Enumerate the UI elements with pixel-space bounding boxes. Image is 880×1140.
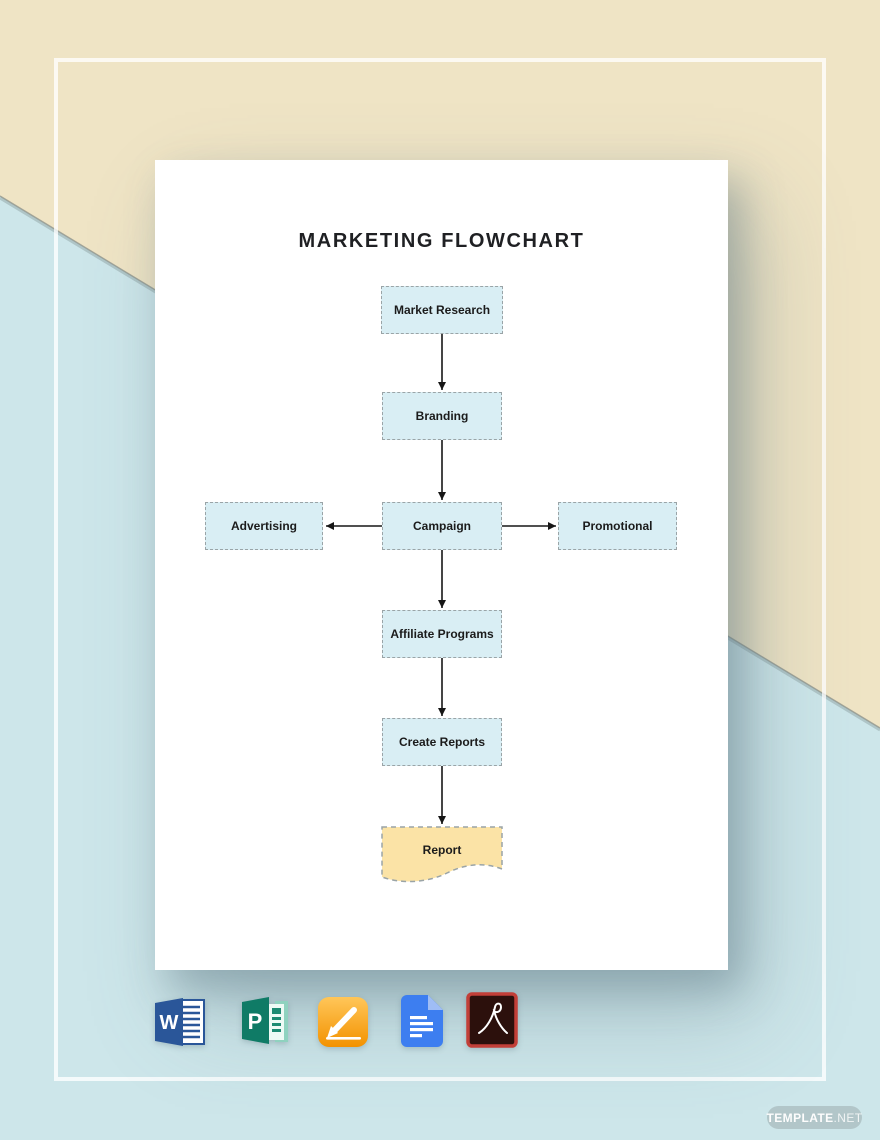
flowchart-node-report: Report [381,826,503,884]
node-label: Affiliate Programs [390,627,494,641]
flowchart-node-branding: Branding [382,392,502,440]
flowchart-node-create-reports: Create Reports [382,718,502,766]
flowchart-node-campaign: Campaign [382,502,502,550]
publisher-letter: P [248,1009,263,1034]
flowchart-node-promotional: Promotional [558,502,677,550]
node-label: Promotional [582,519,653,533]
template-net-badge[interactable]: TEMPLATE.NET [767,1106,862,1129]
node-label: Market Research [393,303,491,317]
node-label: Campaign [412,519,471,533]
node-label: Report [422,843,462,857]
microsoft-word-icon[interactable]: W [152,995,208,1049]
node-label: Advertising [230,519,297,533]
brand-tld: .NET [833,1110,863,1125]
word-letter: W [160,1012,179,1034]
document-shape [381,826,503,883]
page-title: MARKETING FLOWCHART [298,230,585,252]
node-label: Create Reports [398,735,486,749]
adobe-pdf-icon[interactable] [466,992,518,1048]
inner-frame-border [54,58,826,1081]
flowchart-node-affiliate-programs: Affiliate Programs [382,610,502,658]
flowchart-node-advertising: Advertising [205,502,323,550]
document-page-preview[interactable]: MARKETING FLOWCHART Market Research Bran… [155,160,728,970]
flowchart-node-market-research: Market Research [381,286,503,334]
google-docs-icon[interactable] [400,995,443,1047]
brand-text: TEMPLATE [766,1110,834,1125]
apple-pages-icon[interactable] [318,996,368,1048]
node-label: Branding [415,409,469,423]
microsoft-publisher-icon[interactable]: P [238,993,293,1048]
